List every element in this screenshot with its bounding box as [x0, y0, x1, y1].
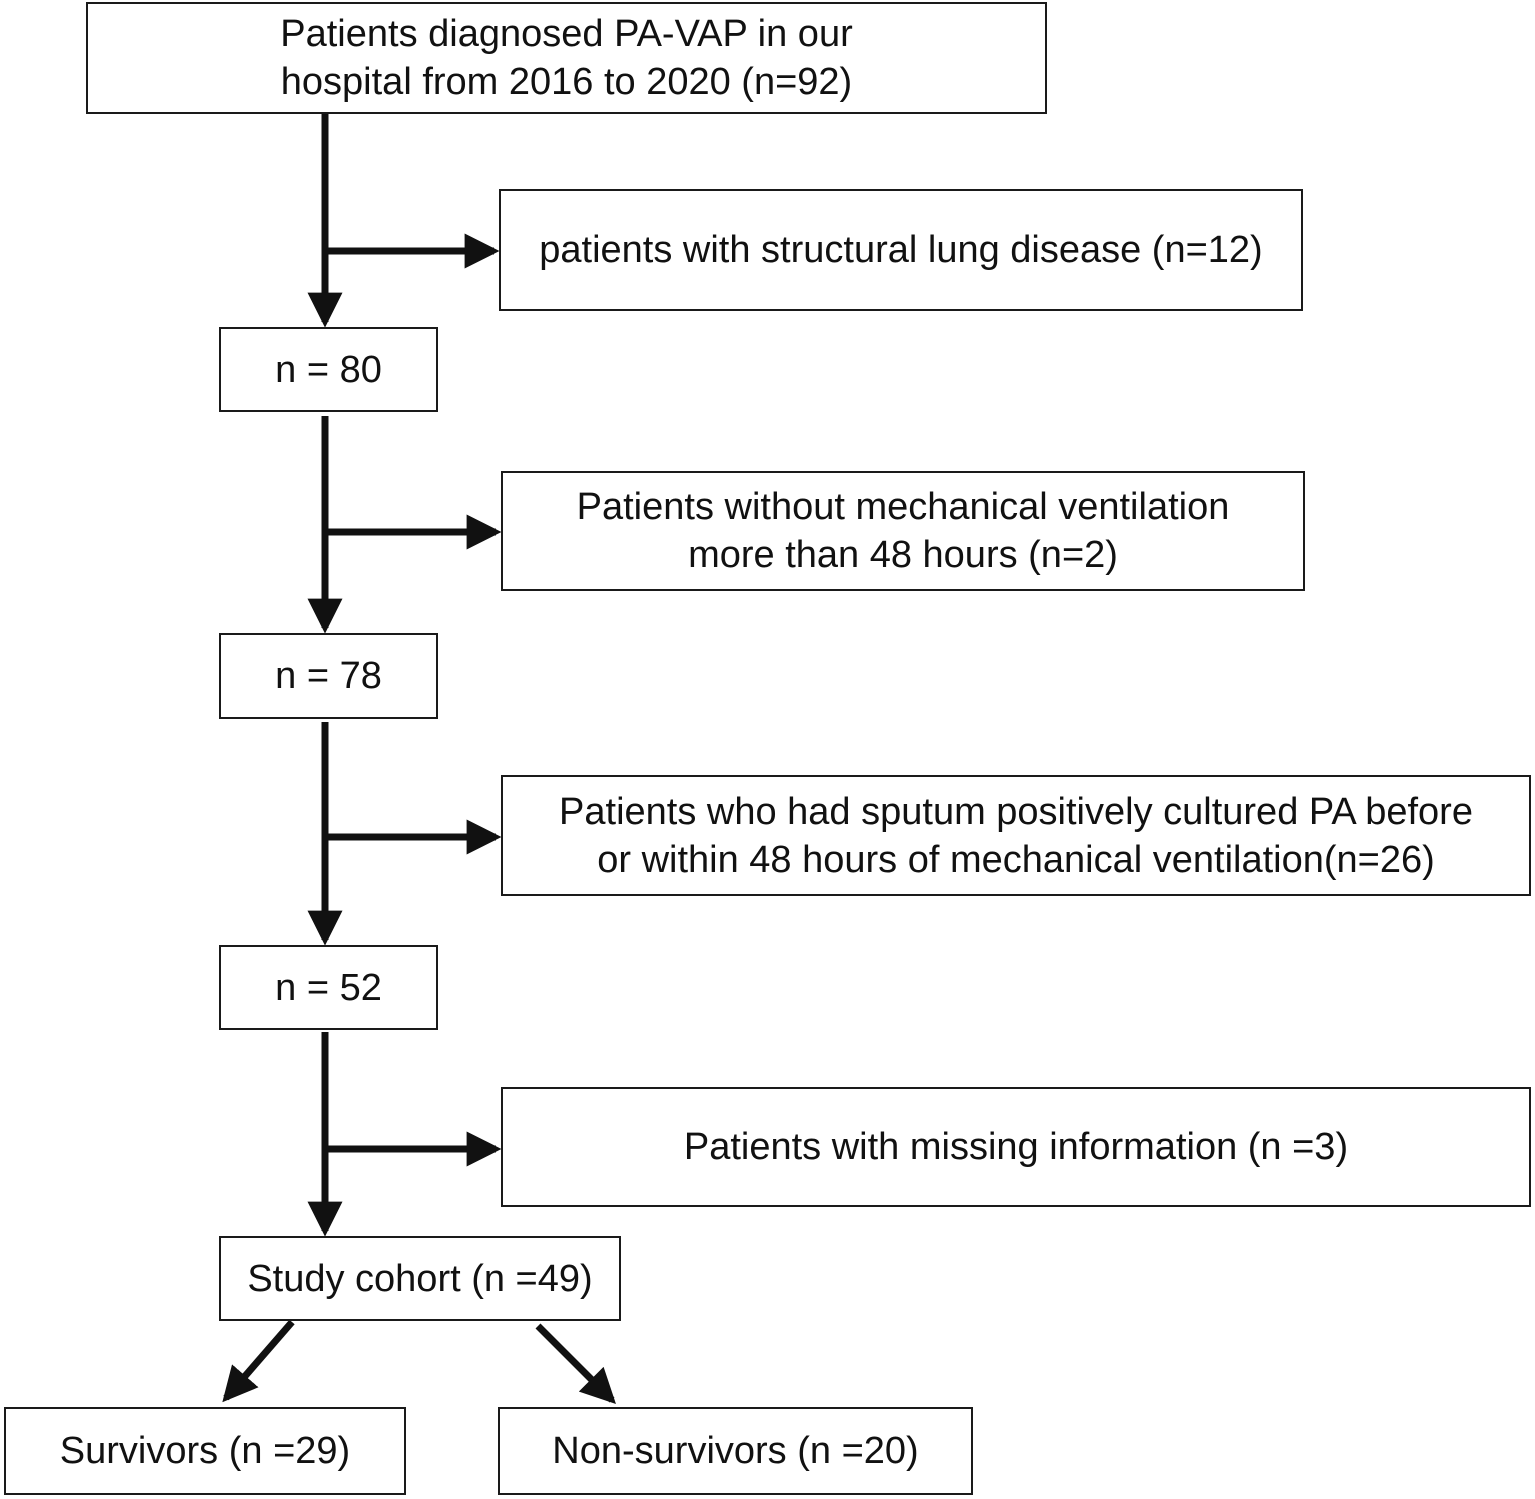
study-cohort-box: Study cohort (n =49) [219, 1236, 621, 1321]
exclusion-2-line-2: more than 48 hours (n=2) [688, 534, 1118, 576]
exclusion-box-3: Patients who had sputum positively cultu… [501, 775, 1531, 896]
split-arrow-non-survivors [535, 1323, 616, 1404]
exclusion-1-line-1: patients with structural lung disease (n… [539, 229, 1263, 271]
count-78-label: n = 78 [275, 655, 382, 697]
exclusion-box-1: patients with structural lung disease (n… [499, 189, 1303, 311]
exclusion-3-line-2: or within 48 hours of mechanical ventila… [597, 838, 1435, 881]
count-box-52: n = 52 [219, 945, 438, 1030]
split-arrow-survivors [222, 1319, 295, 1403]
study-cohort-label: Study cohort (n =49) [247, 1257, 593, 1300]
exclusion-2-line-1: Patients without mechanical ventilation [576, 486, 1230, 528]
start-box: Patients diagnosed PA-VAP in our hospita… [86, 2, 1047, 114]
exclusion-3-line-1: Patients who had sputum positively cultu… [559, 790, 1473, 833]
count-box-78: n = 78 [219, 633, 438, 719]
count-52-label: n = 52 [275, 966, 382, 1009]
exclusion-box-4: Patients with missing information (n =3) [501, 1087, 1531, 1207]
survivors-label: Survivors (n =29) [59, 1430, 351, 1472]
count-box-80: n = 80 [219, 327, 438, 412]
start-line-2: hospital from 2016 to 2020 (n=92) [280, 61, 853, 103]
non-survivors-box: Non-survivors (n =20) [498, 1407, 973, 1495]
non-survivors-label: Non-survivors (n =20) [552, 1430, 919, 1472]
exclusion-box-2: Patients without mechanical ventilation … [501, 471, 1305, 591]
survivors-box: Survivors (n =29) [4, 1407, 406, 1495]
exclusion-4-line-1: Patients with missing information (n =3) [683, 1126, 1349, 1168]
count-80-label: n = 80 [275, 348, 382, 391]
start-line-1: Patients diagnosed PA-VAP in our [280, 13, 853, 55]
